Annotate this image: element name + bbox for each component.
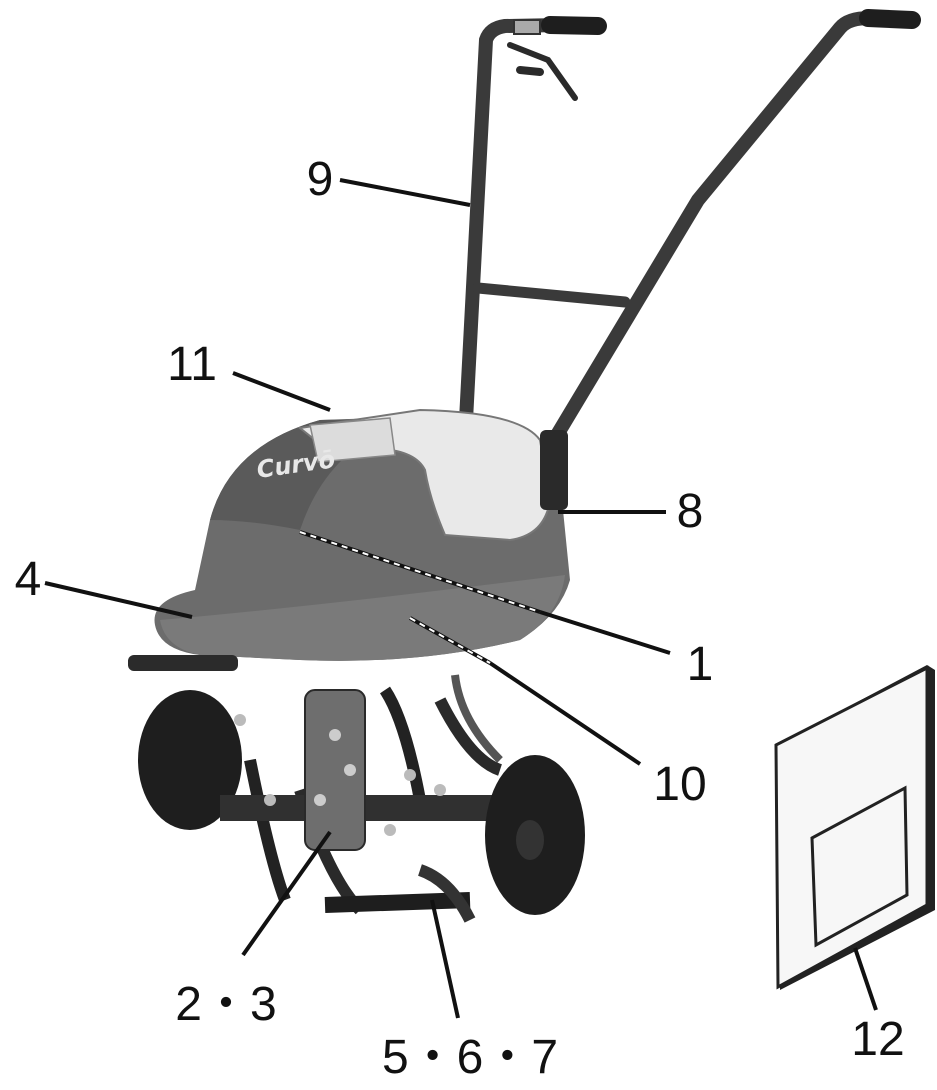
- instruction-manual: [774, 665, 935, 990]
- left-side-disc: [138, 690, 242, 830]
- callout-2-3: 2・3: [175, 978, 276, 1031]
- callout-8: 8: [677, 485, 704, 538]
- manual-cover-window: [810, 785, 909, 948]
- callout-10: 10: [653, 758, 706, 811]
- tine-assembly: [138, 674, 585, 923]
- gearbox: [304, 689, 366, 851]
- callout-5-7: 5・6・7: [382, 1031, 558, 1084]
- engine-cover: Curvō: [128, 408, 570, 671]
- callout-9: 9: [307, 153, 334, 206]
- handlebar: [459, 9, 921, 457]
- callout-4: 4: [15, 553, 42, 606]
- callout-1: 1: [687, 638, 714, 691]
- handle-switch: [513, 19, 541, 35]
- callout-11: 11: [167, 338, 217, 391]
- leader-dashes: [299, 531, 541, 664]
- fuel-cap: [309, 417, 396, 463]
- callout-12: 12: [851, 1013, 904, 1066]
